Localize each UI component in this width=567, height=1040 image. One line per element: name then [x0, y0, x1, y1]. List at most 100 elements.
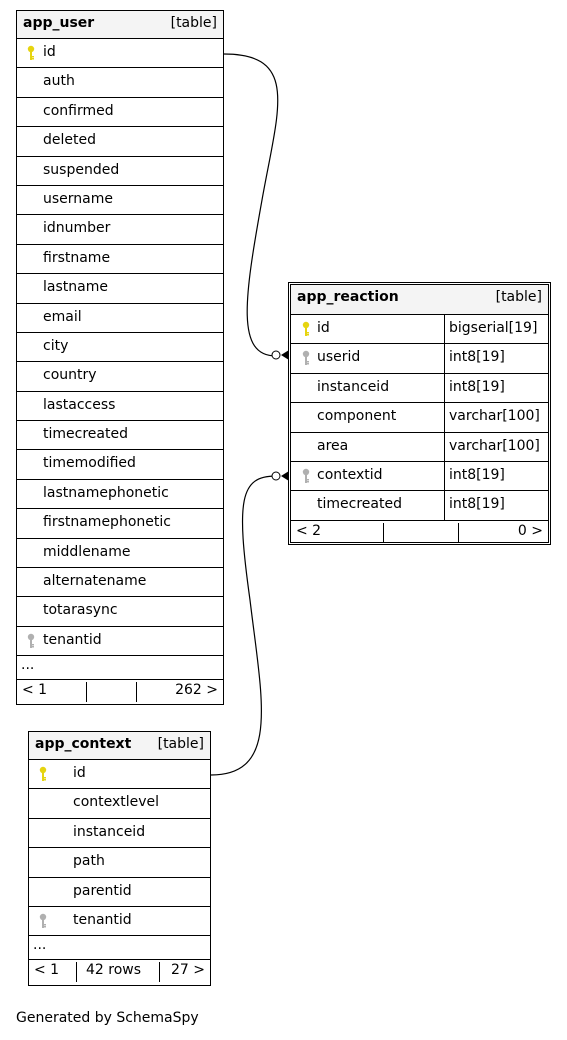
- column-name: city: [43, 337, 69, 354]
- column-name: path: [73, 853, 105, 870]
- column-name: component: [317, 408, 397, 425]
- column-name: instanceid: [73, 823, 146, 840]
- column-row[interactable]: suspended: [17, 157, 223, 186]
- children-count: 262 >: [175, 682, 218, 699]
- column-name: timecreated: [43, 426, 128, 443]
- column-row[interactable]: tenantid: [17, 627, 223, 657]
- table-name: app_context: [35, 736, 132, 752]
- column-name: email: [43, 308, 82, 325]
- column-row[interactable]: parentid: [29, 878, 210, 907]
- column-type: int8[19]: [449, 496, 505, 513]
- column-name: instanceid: [317, 378, 390, 395]
- column-row[interactable]: lastname: [17, 274, 223, 304]
- foreign-key-icon: [302, 351, 310, 366]
- column-name: parentid: [73, 882, 132, 899]
- column-row[interactable]: alternatename: [17, 568, 223, 598]
- column-row[interactable]: timemodified: [17, 450, 223, 480]
- column-row[interactable]: path: [29, 848, 210, 878]
- column-name: totarasync: [43, 602, 118, 619]
- table-kind: [table]: [170, 15, 217, 31]
- column-row[interactable]: contextid int8[19]: [291, 461, 548, 492]
- edge-context-reaction: [210, 475, 277, 776]
- column-row[interactable]: id: [17, 39, 223, 69]
- table-app-user[interactable]: app_user [table] id auth confirmed deleted s…: [16, 10, 224, 705]
- column-row[interactable]: username: [17, 186, 223, 216]
- column-name: area: [317, 437, 349, 454]
- edge-context-reaction-optional-marker: [271, 471, 281, 481]
- column-row[interactable]: email: [17, 304, 223, 333]
- table-kind: [table]: [495, 289, 542, 305]
- column-name: contextid: [317, 466, 383, 483]
- column-row[interactable]: firstname: [17, 245, 223, 275]
- primary-key-icon: [39, 766, 47, 781]
- column-row[interactable]: firstnamephonetic: [17, 509, 223, 539]
- column-row[interactable]: country: [17, 362, 223, 392]
- column-name: middlename: [43, 543, 131, 560]
- column-row[interactable]: instanceid: [29, 819, 210, 849]
- parents-count: < 1: [34, 962, 60, 979]
- table-kind: [table]: [157, 736, 204, 752]
- table-footer: < 1 42 rows 27 >: [29, 960, 210, 984]
- table-header: app_reaction [table]: [291, 285, 548, 315]
- column-row[interactable]: id: [29, 760, 210, 790]
- more-columns: ...: [29, 936, 210, 961]
- column-row[interactable]: timecreated int8[19]: [291, 491, 548, 521]
- column-name: deleted: [43, 132, 96, 149]
- column-name: country: [43, 367, 97, 384]
- column-name: firstname: [43, 249, 111, 266]
- foreign-key-icon: [302, 468, 310, 483]
- column-row[interactable]: totarasync: [17, 597, 223, 627]
- column-name: lastaccess: [43, 396, 116, 413]
- column-row[interactable]: instanceid int8[19]: [291, 373, 548, 404]
- column-row[interactable]: middlename: [17, 539, 223, 569]
- row-count: 42 rows: [86, 962, 142, 979]
- column-name: timemodified: [43, 455, 136, 472]
- table-header: app_context [table]: [29, 732, 210, 760]
- column-name: suspended: [43, 161, 120, 178]
- column-type: varchar[100]: [449, 408, 540, 425]
- column-row[interactable]: contextlevel: [29, 789, 210, 819]
- column-row[interactable]: component varchar[100]: [291, 403, 548, 433]
- column-row[interactable]: lastaccess: [17, 392, 223, 422]
- table-header: app_user [table]: [17, 11, 223, 39]
- column-name: idnumber: [43, 220, 111, 237]
- children-count: 27 >: [171, 962, 205, 979]
- primary-key-icon: [27, 45, 35, 60]
- column-row[interactable]: lastnamephonetic: [17, 480, 223, 510]
- column-row[interactable]: auth: [17, 68, 223, 98]
- edge-user-reaction-optional-marker: [271, 350, 281, 360]
- column-name: id: [43, 44, 56, 60]
- parents-count: < 2: [296, 522, 322, 539]
- column-type: bigserial[19]: [449, 320, 538, 336]
- column-name: timecreated: [317, 496, 402, 513]
- column-row[interactable]: idnumber: [17, 215, 223, 245]
- column-name: firstnamephonetic: [43, 514, 171, 531]
- column-row[interactable]: confirmed: [17, 98, 223, 128]
- column-type: int8[19]: [449, 466, 505, 483]
- column-name: userid: [317, 349, 361, 366]
- column-name: alternatename: [43, 573, 147, 590]
- primary-key-icon: [302, 321, 310, 336]
- foreign-key-icon: [39, 913, 47, 928]
- column-row[interactable]: tenantid: [29, 907, 210, 937]
- table-footer: < 1 262 >: [17, 680, 223, 704]
- column-row[interactable]: city: [17, 333, 223, 363]
- column-row[interactable]: timecreated: [17, 421, 223, 451]
- table-footer: < 2 0 >: [291, 521, 548, 545]
- column-row[interactable]: deleted: [17, 127, 223, 157]
- parents-count: < 1: [22, 682, 48, 699]
- column-type: int8[19]: [449, 378, 505, 395]
- table-name: app_user: [23, 15, 95, 31]
- more-columns: ...: [17, 656, 223, 681]
- column-name: auth: [43, 73, 75, 90]
- edge-user-reaction-crowfoot: [281, 350, 289, 360]
- generated-by-note: Generated by SchemaSpy: [16, 1010, 199, 1026]
- edge-context-reaction-crowfoot: [281, 471, 289, 481]
- edge-user-reaction: [223, 53, 279, 357]
